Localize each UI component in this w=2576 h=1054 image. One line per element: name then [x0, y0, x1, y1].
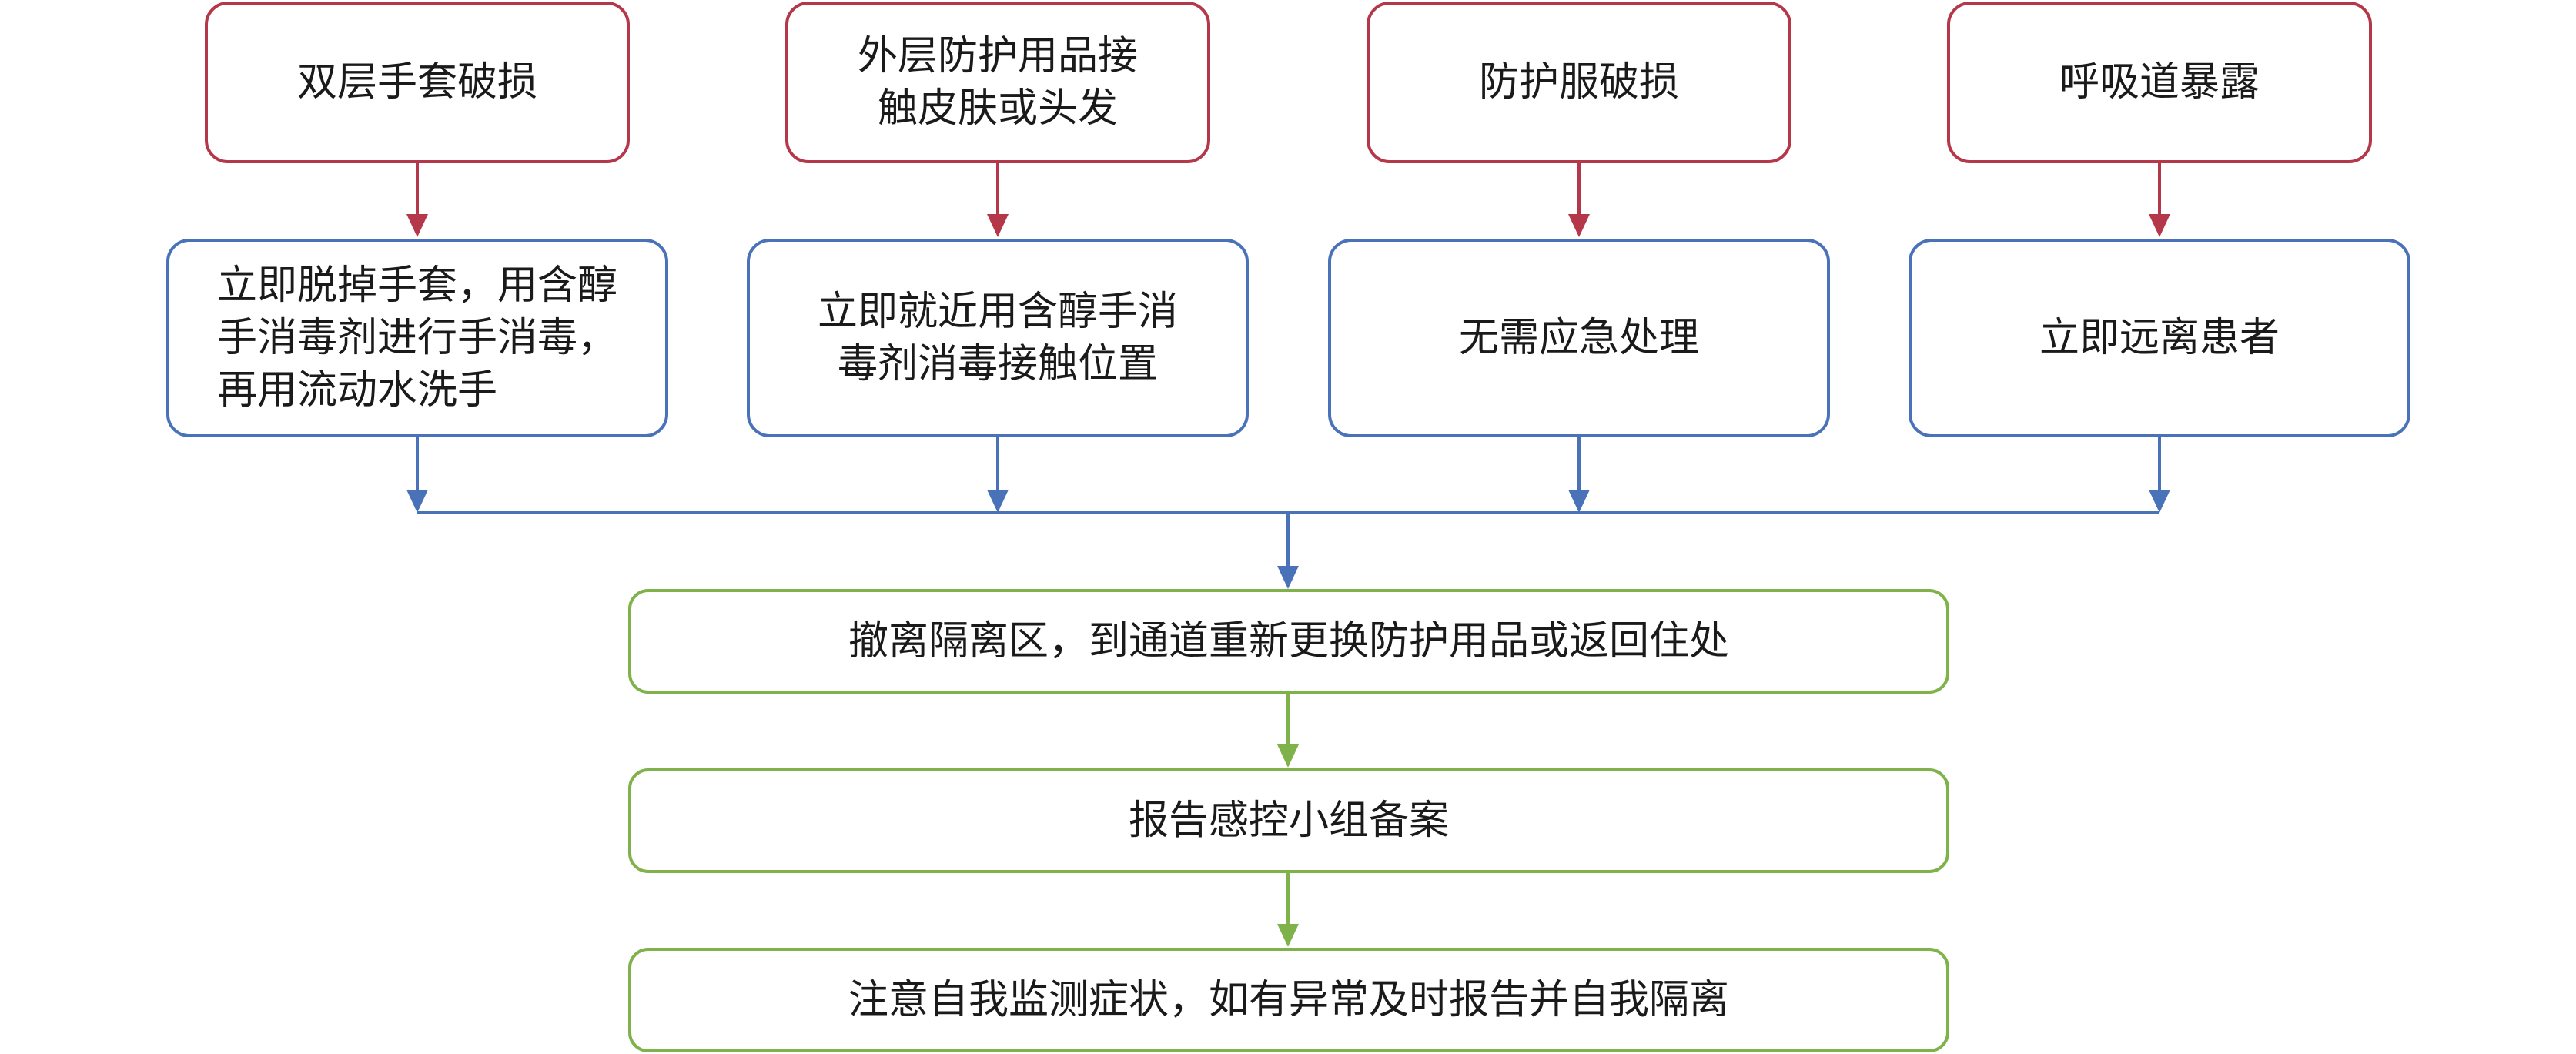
situation-label: 呼吸道暴露 — [2059, 59, 2260, 105]
arrowhead-situation-3 — [1568, 214, 1590, 237]
action-box-no-emergency: 无需应急处理 — [1328, 239, 1830, 437]
step-box-report: 报告感控小组备案 — [628, 768, 1949, 873]
arrowhead-action-3 — [1568, 490, 1590, 513]
action-label: 立即就近用含醇手消 毒剂消毒接触位置 — [817, 289, 1178, 387]
step-label: 报告感控小组备案 — [1128, 798, 1449, 844]
arrowhead-situation-2 — [987, 214, 1009, 237]
situation-box-respiratory-exposure: 呼吸道暴露 — [1947, 2, 2372, 163]
arrowhead-action-4 — [2149, 490, 2170, 513]
arrowhead-action-1 — [406, 490, 428, 513]
situation-box-gown-damage: 防护服破损 — [1367, 2, 1791, 163]
situation-label: 防护服破损 — [1478, 59, 1679, 105]
step-label: 撤离隔离区，到通道重新更换防护用品或返回住处 — [848, 618, 1729, 664]
situation-box-double-glove: 双层手套破损 — [205, 2, 630, 163]
action-label: 立即远离患者 — [2039, 315, 2280, 361]
arrowhead-step-1 — [1277, 744, 1299, 768]
action-label: 立即脱掉手套，用含醇 手消毒剂进行手消毒， 再用流动水洗手 — [216, 263, 617, 413]
situation-box-outer-ppe-contact: 外层防护用品接 触皮肤或头发 — [785, 2, 1210, 163]
situation-label: 双层手套破损 — [296, 59, 537, 105]
green-arrows — [1277, 694, 1299, 947]
action-box-disinfect-contact: 立即就近用含醇手消 毒剂消毒接触位置 — [747, 239, 1249, 437]
action-box-remove-gloves: 立即脱掉手套，用含醇 手消毒剂进行手消毒， 再用流动水洗手 — [166, 239, 668, 437]
red-arrows — [406, 163, 2170, 237]
step-box-evacuate: 撤离隔离区，到通道重新更换防护用品或返回住处 — [628, 589, 1949, 694]
step-label: 注意自我监测症状，如有异常及时报告并自我隔离 — [848, 977, 1729, 1023]
arrowhead-step-2 — [1277, 924, 1299, 947]
action-label: 无需应急处理 — [1458, 315, 1699, 361]
step-box-self-monitor: 注意自我监测症状，如有异常及时报告并自我隔离 — [628, 948, 1949, 1052]
arrowhead-action-2 — [987, 490, 1009, 513]
arrowhead-situation-4 — [2149, 214, 2170, 237]
blue-arrows — [406, 437, 2170, 589]
action-box-leave-patient: 立即远离患者 — [1909, 239, 2410, 437]
arrowhead-situation-1 — [406, 214, 428, 237]
arrowhead-merge-down — [1277, 566, 1299, 589]
situation-label: 外层防护用品接 触皮肤或头发 — [857, 33, 1138, 132]
